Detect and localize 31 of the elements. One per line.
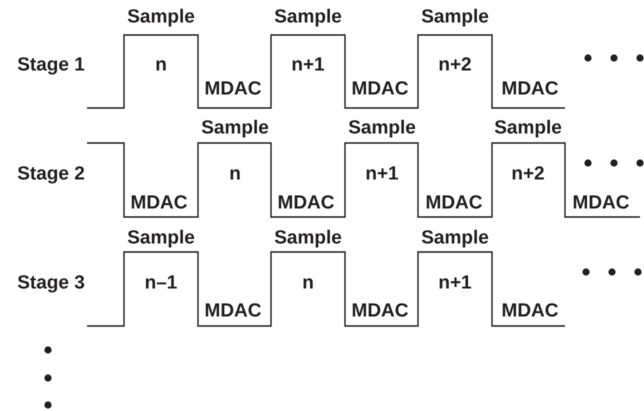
phase-label: MDAC bbox=[278, 194, 334, 212]
phase-label: Sample bbox=[421, 8, 489, 26]
sample-index: n+1 bbox=[291, 56, 325, 74]
phase-label: MDAC bbox=[426, 194, 482, 212]
phase-label: MDAC bbox=[502, 302, 558, 320]
phase-label: MDAC bbox=[130, 194, 188, 212]
phase-label: Sample bbox=[274, 228, 342, 248]
phase-label: Sample bbox=[421, 228, 489, 248]
phase-label: MDAC bbox=[572, 194, 630, 212]
phase-label: MDAC bbox=[502, 80, 558, 98]
stage-label: Stage 1 bbox=[17, 56, 85, 74]
phase-label: MDAC bbox=[204, 80, 262, 98]
phase-label: MDAC bbox=[352, 80, 408, 98]
sample-index: n+2 bbox=[438, 56, 472, 74]
sample-index: n+1 bbox=[365, 164, 399, 184]
sample-index: n bbox=[155, 56, 167, 74]
sample-index: n bbox=[229, 164, 241, 184]
phase-label: Sample bbox=[201, 118, 269, 138]
phase-label: Sample bbox=[127, 228, 195, 248]
sample-index: n bbox=[302, 274, 314, 292]
sample-index: n+1 bbox=[438, 274, 472, 292]
sample-index: n–1 bbox=[144, 274, 178, 292]
sample-index: n+2 bbox=[511, 164, 545, 184]
phase-label: MDAC bbox=[204, 302, 262, 320]
phase-label: Sample bbox=[494, 118, 562, 138]
phase-label: Sample bbox=[274, 8, 342, 26]
phase-label: Sample bbox=[127, 8, 195, 26]
phase-label: MDAC bbox=[352, 302, 408, 320]
stage-label: Stage 2 bbox=[17, 164, 85, 184]
phase-label: Sample bbox=[348, 118, 416, 138]
stage-label: Stage 3 bbox=[17, 274, 85, 292]
